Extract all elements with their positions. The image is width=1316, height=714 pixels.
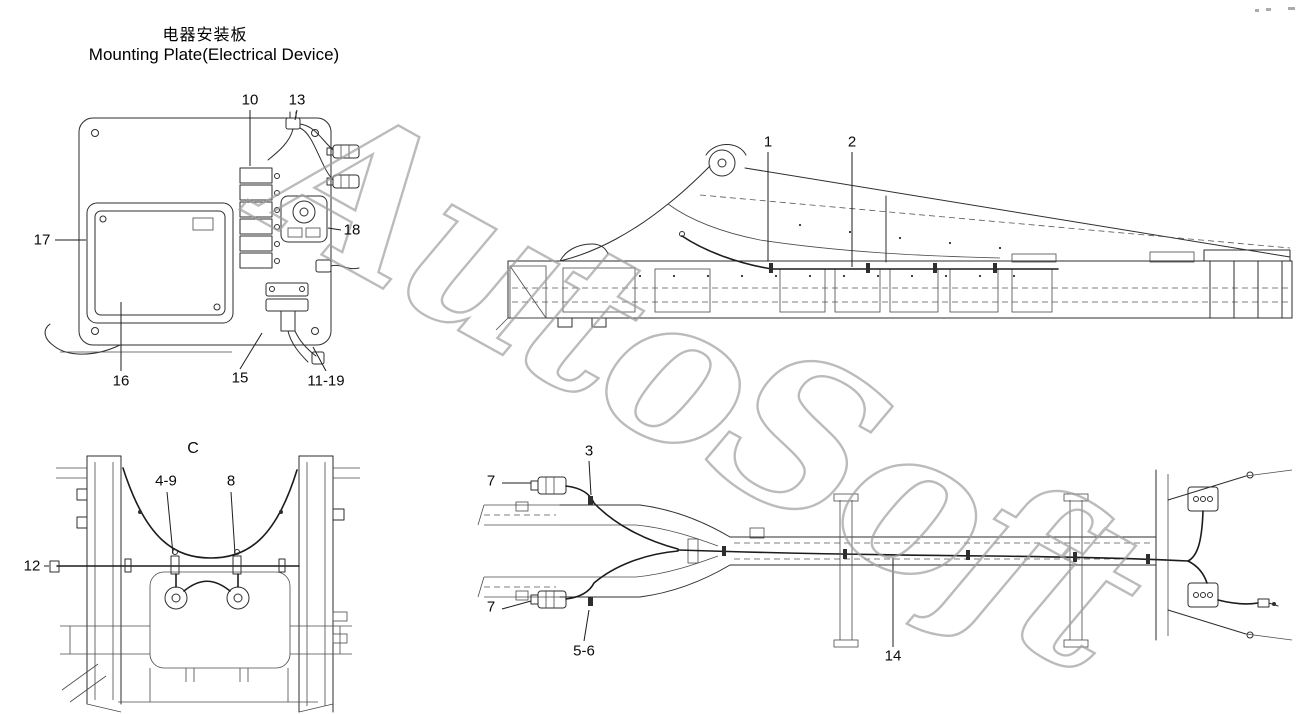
mounting-plate-drawing: [44, 111, 360, 365]
bracket-15: [265, 282, 309, 332]
cable-plug-top: [326, 144, 360, 159]
callout-11-19: 11-19: [307, 372, 345, 390]
title-english: Mounting Plate(Electrical Device): [88, 45, 340, 64]
section-c-drawing: [49, 455, 360, 713]
battery-box: [149, 571, 291, 669]
callout-1: 1: [763, 133, 773, 151]
grommets: [164, 573, 250, 610]
mounting-plate-outline: [78, 117, 332, 346]
junction-box-bottom: [1187, 582, 1219, 608]
corner-marks: [1255, 7, 1295, 12]
callout-3: 3: [584, 442, 594, 460]
section-c-harness-loop: [122, 467, 298, 559]
title-chinese: 电器安装板: [162, 25, 248, 44]
connector-plug-bottom-7: [530, 590, 567, 609]
callout-5-6: 5-6: [573, 642, 595, 660]
junction-box-top: [1187, 486, 1219, 512]
callout-14: 14: [884, 647, 902, 665]
top-view-harness: [677, 549, 1189, 562]
callout-12: 12: [23, 557, 41, 575]
relay-stack: [239, 167, 280, 269]
callout-7-top: 7: [486, 472, 496, 490]
connector-block-18: [280, 195, 328, 243]
clamp-4-9: [170, 555, 180, 575]
chassis-side-view-drawing: [495, 144, 1293, 331]
boom-pivot-circle: [708, 149, 736, 177]
cable-plug-second: [326, 174, 360, 189]
callout-leader-lines: [44, 109, 894, 647]
callout-13: 13: [288, 91, 306, 109]
callout-2: 2: [847, 133, 857, 151]
callout-15: 15: [231, 369, 249, 387]
controller-box-inner: [94, 210, 226, 316]
watermark-text: AutoSoft: [215, 40, 1182, 714]
chassis-top-view-drawing: [477, 469, 1293, 648]
controller-box-outer: [86, 202, 234, 324]
mid-right-plug: [315, 259, 360, 273]
callout-10: 10: [241, 91, 259, 109]
callout-7-bottom: 7: [486, 598, 496, 616]
clamp-8: [232, 555, 242, 575]
callout-17: 17: [33, 231, 51, 249]
callout-18: 18: [343, 221, 361, 239]
callout-8: 8: [226, 472, 236, 490]
callout-16: 16: [112, 372, 130, 390]
rivet-dots: [638, 223, 1016, 278]
callout-4-9: 4-9: [155, 472, 177, 490]
top-connector: [267, 111, 334, 181]
connector-plug-top-7: [530, 476, 567, 495]
section-c-label: C: [187, 440, 199, 457]
